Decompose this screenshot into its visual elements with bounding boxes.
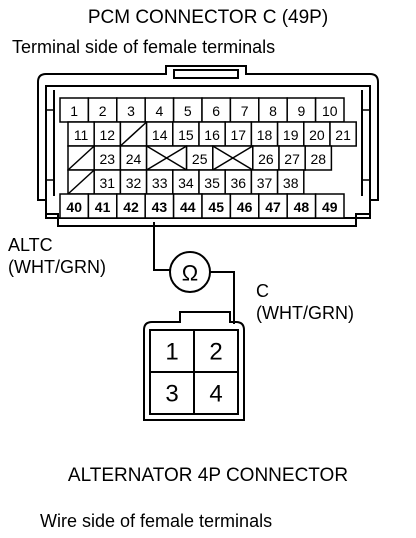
pin-number: 4	[156, 103, 164, 119]
pin-number: 27	[284, 151, 300, 167]
pin-cell	[198, 169, 226, 195]
pin-number: 8	[269, 103, 277, 119]
pin-number: 21	[335, 127, 351, 143]
empty-pin-hatch	[119, 121, 148, 147]
pin-number: 48	[294, 199, 310, 215]
pin-number: 6	[212, 103, 220, 119]
ohmmeter-icon: Ω	[169, 251, 211, 293]
pin-cell	[59, 97, 90, 123]
pcm-connector-title: PCM CONNECTOR C (49P)	[87, 7, 329, 28]
pin-number: 9	[298, 103, 306, 119]
pin-number: 37	[257, 175, 273, 191]
pin-number: 36	[231, 175, 247, 191]
pin-number: 12	[100, 127, 116, 143]
pin-number: 40	[66, 199, 82, 215]
pin-cell	[286, 193, 317, 219]
pin-number: 15	[178, 127, 194, 143]
pin-cell	[314, 97, 345, 123]
pin-number: 11	[74, 127, 89, 143]
pin-number: 2	[99, 103, 107, 119]
pin-number: 3	[127, 103, 135, 119]
pin-number: 16	[204, 127, 220, 143]
altc-label: ALTC	[8, 235, 53, 255]
ohm-symbol: Ω	[182, 261, 198, 286]
alternator-pin-number: 2	[209, 339, 222, 366]
pin-cell	[278, 145, 306, 171]
pin-number: 47	[265, 199, 281, 215]
pin-number: 34	[178, 175, 194, 191]
pin-number: 35	[204, 175, 220, 191]
c-wire	[210, 271, 235, 324]
pin-number: 14	[152, 127, 168, 143]
pin-number: 49	[322, 199, 338, 215]
pin-number: 33	[152, 175, 168, 191]
pin-cell	[185, 145, 214, 171]
pin-cell	[303, 121, 331, 147]
pin-number: 32	[126, 175, 142, 191]
empty-pin-hatch	[67, 145, 95, 171]
pin-number: 20	[309, 127, 325, 143]
pin-number: 23	[100, 151, 116, 167]
pin-number: 38	[283, 175, 299, 191]
pin-number: 24	[126, 151, 142, 167]
pin-cell	[201, 193, 232, 219]
pin-number: 5	[184, 103, 192, 119]
c-label: C	[256, 281, 269, 301]
pin-cell	[145, 121, 174, 147]
empty-pin-hatch	[67, 169, 95, 195]
pin-number: 10	[322, 103, 338, 119]
pin-number: 43	[152, 199, 168, 215]
pcm-connector-housing	[37, 65, 379, 227]
pin-number: 42	[123, 199, 139, 215]
pin-cell	[59, 193, 90, 219]
pin-number: 41	[95, 199, 111, 215]
alternator-connector-housing	[143, 311, 245, 421]
pin-cell	[172, 121, 200, 147]
pin-number: 31	[100, 175, 116, 191]
alternator-pin-number: 3	[165, 381, 178, 408]
pin-cell	[119, 145, 148, 171]
pin-cell	[314, 193, 345, 219]
pin-number: 17	[231, 127, 247, 143]
alternator-pin-number: 4	[209, 381, 222, 408]
pin-number: 7	[241, 103, 249, 119]
altc-wire-color: (WHT/GRN)	[8, 257, 106, 277]
pin-number: 45	[208, 199, 224, 215]
alternator-pin-number: 1	[165, 339, 178, 366]
pcm-connector-subtitle: Terminal side of female terminals	[12, 37, 276, 57]
pin-cell	[201, 97, 232, 123]
empty-pin-hatch	[146, 145, 187, 171]
altc-wire	[153, 222, 170, 271]
pin-cell	[67, 121, 95, 147]
pin-cell	[252, 145, 280, 171]
pin-number: 25	[192, 151, 208, 167]
pin-cell	[172, 193, 203, 219]
pin-number: 19	[283, 127, 299, 143]
pin-number: 26	[258, 151, 274, 167]
pin-number: 1	[70, 103, 78, 119]
c-wire-color: (WHT/GRN)	[256, 303, 354, 323]
pin-number: 46	[237, 199, 253, 215]
empty-pin-hatch	[212, 145, 254, 171]
pin-cell	[304, 145, 333, 171]
pin-number: 44	[180, 199, 196, 215]
pin-cell	[144, 193, 175, 219]
alternator-connector-title: ALTERNATOR 4P CONNECTOR	[67, 465, 349, 486]
pin-cell	[329, 121, 357, 147]
alternator-pins: 1 2 3 4	[165, 339, 222, 408]
pin-number: 18	[257, 127, 273, 143]
pin-number: 28	[311, 151, 327, 167]
pin-cell	[119, 169, 148, 195]
alternator-connector-subtitle: Wire side of female terminals	[40, 511, 273, 531]
